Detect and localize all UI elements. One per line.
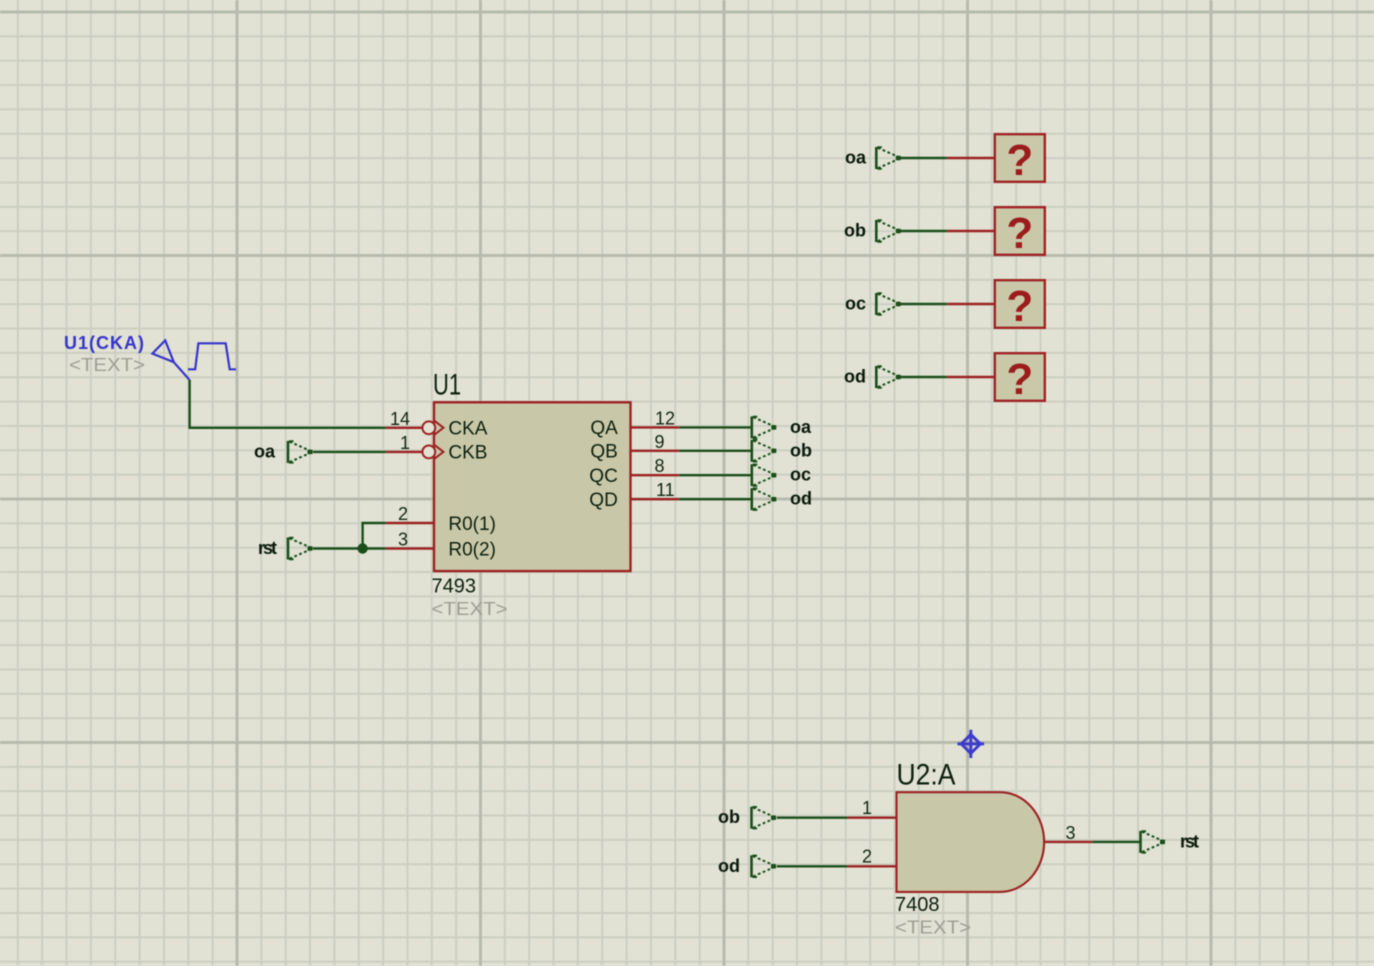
svg-text:QA: QA: [590, 418, 618, 439]
svg-text:od: od: [844, 367, 866, 387]
svg-text:QC: QC: [589, 466, 618, 487]
svg-text:ob: ob: [718, 807, 740, 827]
svg-text:?: ?: [1006, 355, 1033, 404]
svg-text:oa: oa: [254, 441, 276, 461]
svg-text:CKA: CKA: [448, 418, 487, 439]
svg-text:?: ?: [1006, 136, 1033, 185]
svg-text:1: 1: [400, 433, 410, 453]
svg-text:CKB: CKB: [448, 443, 487, 464]
svg-text:<TEXT>: <TEXT>: [895, 918, 971, 938]
svg-text:ob: ob: [790, 440, 812, 460]
svg-text:11: 11: [656, 480, 675, 500]
svg-text:?: ?: [1006, 209, 1033, 258]
svg-text:U2:A: U2:A: [897, 759, 956, 792]
svg-text:oc: oc: [845, 294, 866, 314]
svg-text:oc: oc: [790, 465, 811, 485]
svg-text:oa: oa: [790, 417, 812, 437]
svg-text:7493: 7493: [432, 576, 477, 598]
svg-text:QB: QB: [590, 442, 617, 463]
svg-text:8: 8: [655, 456, 665, 476]
svg-text:rst: rst: [258, 538, 277, 558]
svg-text:3: 3: [398, 530, 408, 550]
svg-text:14: 14: [390, 409, 410, 429]
svg-text:ob: ob: [844, 221, 866, 241]
svg-text:<TEXT>: <TEXT>: [69, 355, 145, 375]
svg-text:2: 2: [862, 847, 872, 867]
svg-text:3: 3: [1066, 823, 1076, 843]
svg-text:U1: U1: [433, 369, 461, 402]
svg-text:oa: oa: [845, 148, 867, 168]
svg-text:9: 9: [655, 432, 665, 452]
svg-text:12: 12: [655, 408, 675, 428]
svg-text:U1(CKA): U1(CKA): [64, 333, 145, 353]
svg-text:7408: 7408: [895, 894, 940, 916]
svg-text:<TEXT>: <TEXT>: [432, 599, 508, 619]
svg-text:R0(1): R0(1): [448, 514, 496, 535]
svg-text:od: od: [718, 856, 740, 876]
svg-text:QD: QD: [589, 490, 618, 511]
svg-text:2: 2: [398, 504, 408, 524]
svg-text:?: ?: [1006, 282, 1033, 331]
svg-text:R0(2): R0(2): [448, 539, 496, 560]
svg-text:rst: rst: [1180, 831, 1199, 851]
svg-text:od: od: [790, 489, 812, 509]
svg-text:1: 1: [862, 798, 872, 818]
